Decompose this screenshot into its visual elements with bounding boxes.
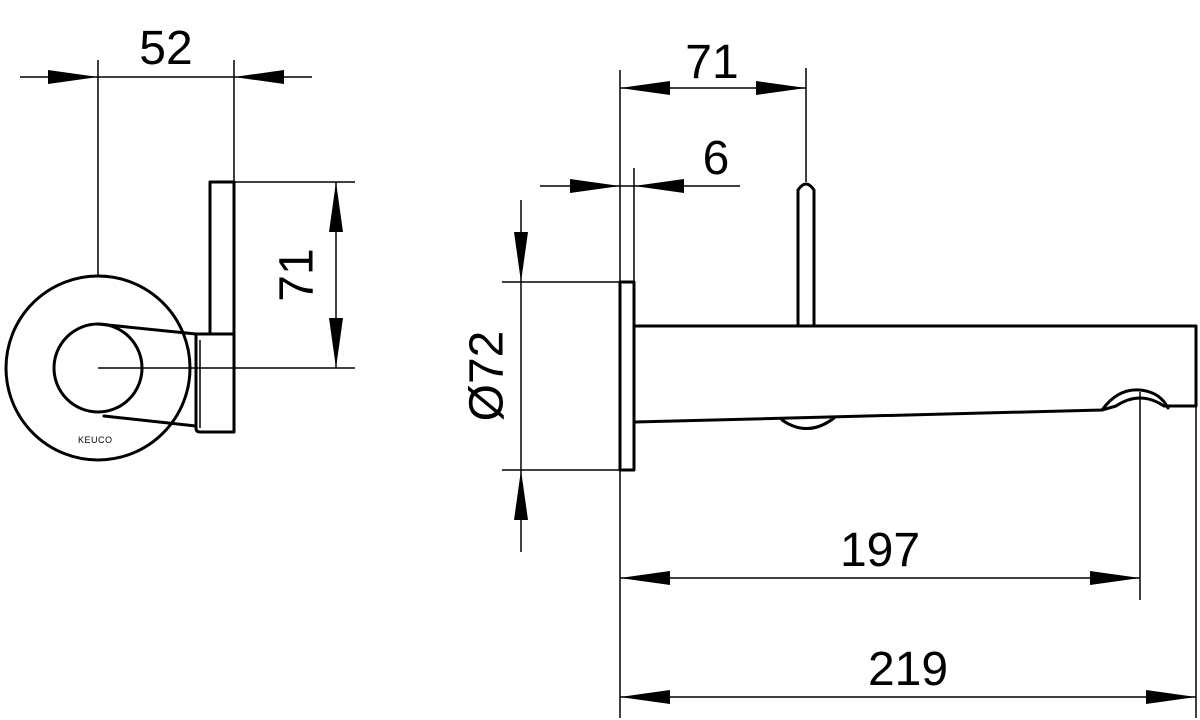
dim-side-height: 71 — [234, 181, 355, 368]
arrow-head — [329, 318, 343, 368]
arrow-head — [514, 232, 528, 282]
dim-label-197: 197 — [840, 524, 920, 577]
arrow-head — [620, 81, 670, 95]
dim-top-lever-offset: 71 — [619, 36, 807, 282]
spout-outline — [632, 324, 1198, 424]
arrow-head — [634, 179, 684, 193]
arrow-head — [620, 571, 670, 585]
dim-label-219: 219 — [868, 643, 948, 696]
arrow-head — [1146, 690, 1196, 704]
side-block-outline — [194, 332, 236, 434]
dim-flange-thickness: 6 — [540, 132, 740, 282]
arrow-head — [1090, 571, 1140, 585]
arrow-head — [514, 470, 528, 520]
dim-label-6: 6 — [703, 132, 730, 185]
brand-logo: KEUCO — [78, 435, 113, 445]
arrow-head — [48, 70, 98, 84]
dim-spout-to-outlet: 197 — [620, 392, 1141, 600]
arrow-head — [329, 182, 343, 232]
arrow-head — [756, 81, 806, 95]
dim-label-71-vertical: 71 — [271, 248, 324, 301]
dim-label-52: 52 — [139, 22, 192, 75]
front-view: KEUCO — [4, 180, 355, 462]
side-view — [618, 182, 1198, 472]
dim-rosette-diameter: Ø72 — [461, 200, 620, 552]
lever-outline — [208, 180, 236, 336]
flange-outline — [618, 280, 636, 472]
arrow-head — [234, 70, 284, 84]
spout-outlet — [1100, 388, 1170, 412]
spout-bump — [780, 416, 836, 430]
arrow-head — [620, 690, 670, 704]
lever-post-outline — [796, 182, 816, 328]
dim-side-width: 52 — [20, 22, 312, 276]
arrow-head — [570, 179, 620, 193]
dim-label-diameter-72: Ø72 — [461, 331, 514, 422]
dim-total-length: 219 — [619, 406, 1197, 718]
dim-label-71-top: 71 — [685, 36, 738, 89]
